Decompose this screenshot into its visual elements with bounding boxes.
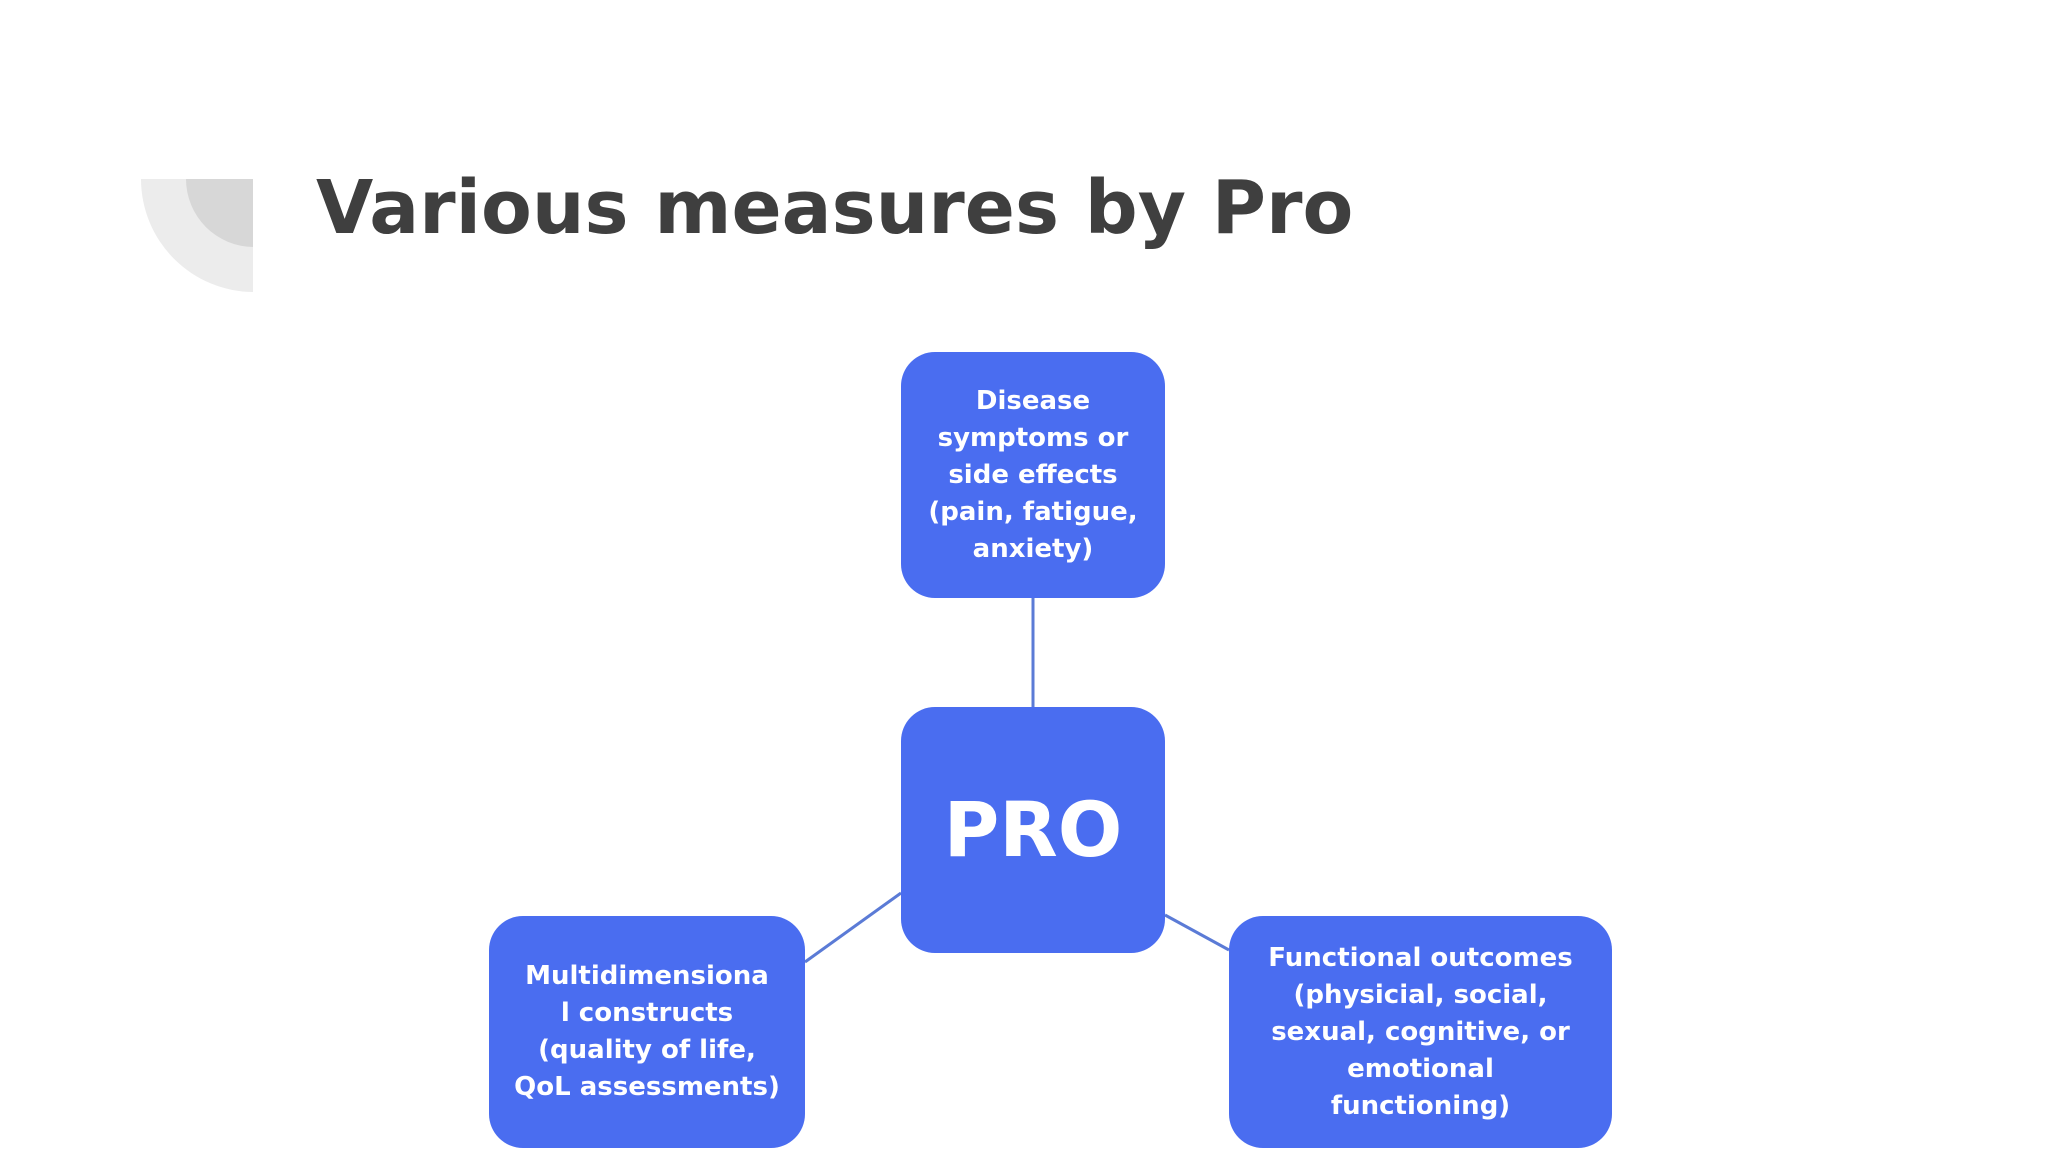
decorative-arc-shape [141,179,253,292]
node-disease-symptoms-label: Disease symptoms or side effects (pain, … [928,385,1138,564]
node-functional-outcomes-label: Functional outcomes (physicial, social, … [1268,942,1573,1121]
slide-title: Various measures by Pro [316,165,1354,251]
node-multidimensional-constructs-label: Multidimensiona l constructs (quality of… [514,961,780,1102]
connector-right [1164,913,1230,952]
connector-left [804,891,902,964]
node-disease-symptoms: Disease symptoms or side effects (pain, … [901,352,1165,598]
node-functional-outcomes: Functional outcomes (physicial, social, … [1229,916,1612,1148]
node-multidimensional-constructs: Multidimensiona l constructs (quality of… [489,916,805,1148]
node-pro-center: PRO [901,707,1165,953]
node-pro-center-label: PRO [943,785,1123,874]
